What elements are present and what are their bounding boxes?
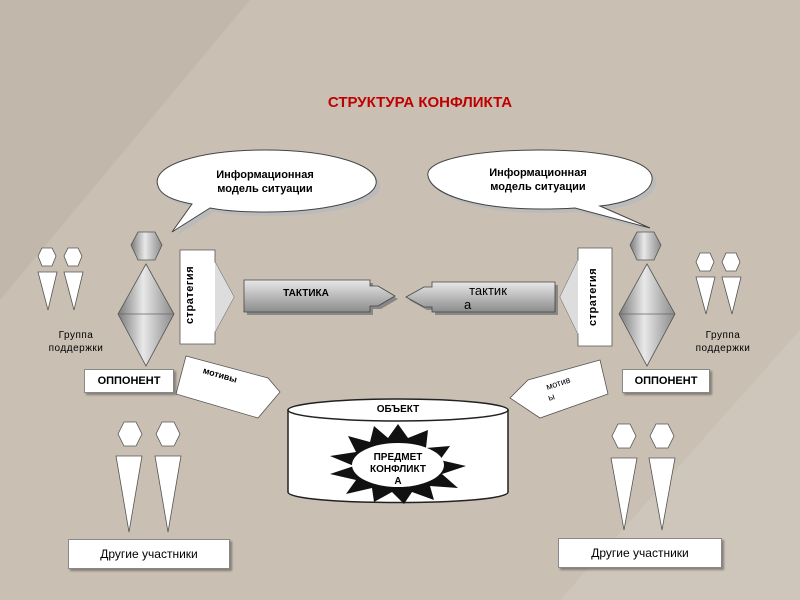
bubble-left-text: Информационная модель ситуации [185, 168, 345, 196]
others-left-label: Другие участники [68, 539, 230, 569]
subject-line1: ПРЕДМЕТ [373, 452, 423, 463]
tactics-arrow-left [243, 279, 398, 315]
subject-line2: КОНФЛИКТ [370, 464, 426, 475]
strategy-right-label: стратегия [587, 267, 599, 327]
bubble-right-line1: Информационная [489, 167, 587, 179]
support-right-line2: поддержки [695, 343, 751, 354]
bubble-right [427, 149, 657, 232]
tactics-left-label: ТАКТИКА [283, 288, 329, 299]
bubble-left [156, 149, 381, 236]
support-left-line1: Группа [58, 330, 94, 341]
bubble-right-text: Информационная модель ситуации [458, 166, 618, 194]
support-left-label: Группа поддержки [36, 329, 116, 355]
tactics-right-line2: а [464, 297, 472, 312]
support-group-left-figures [37, 247, 84, 311]
diagram-title: СТРУКТУРА КОНФЛИКТА [327, 94, 513, 111]
bubble-left-line2: модель ситуации [217, 183, 313, 195]
background-band [560, 330, 800, 600]
subject-line3: А [394, 476, 402, 487]
subject-label: ПРЕДМЕТ КОНФЛИКТ А [348, 452, 448, 488]
support-group-right-figures [695, 252, 742, 315]
strategy-arrow-left [179, 249, 235, 345]
opponent-left-label: ОППОНЕНТ [84, 369, 174, 393]
tactics-arrow-right [405, 281, 558, 315]
motives-arrow-left [175, 355, 281, 419]
tactics-right-line1: тактик [469, 283, 507, 298]
others-right-label: Другие участники [558, 538, 722, 568]
bubble-right-line2: модель ситуации [490, 181, 586, 193]
strategy-arrow-right [559, 247, 613, 347]
support-left-line2: поддержки [48, 343, 104, 354]
opponent-right-label: ОППОНЕНТ [622, 369, 710, 393]
strategy-left-label: стратегия [184, 265, 196, 325]
support-right-line1: Группа [705, 330, 741, 341]
others-right-figures [610, 423, 676, 531]
background-band [0, 0, 250, 300]
opponent-left-figure [117, 231, 175, 367]
others-left-figures [115, 421, 182, 533]
tactics-right-label: тактик а [448, 284, 528, 312]
object-label: ОБЪЕКТ [376, 404, 420, 415]
support-right-label: Группа поддержки [682, 329, 764, 355]
opponent-right-figure [618, 231, 676, 367]
object-cylinder [287, 398, 509, 504]
bubble-left-line1: Информационная [216, 169, 314, 181]
motives-arrow-right [509, 359, 609, 419]
